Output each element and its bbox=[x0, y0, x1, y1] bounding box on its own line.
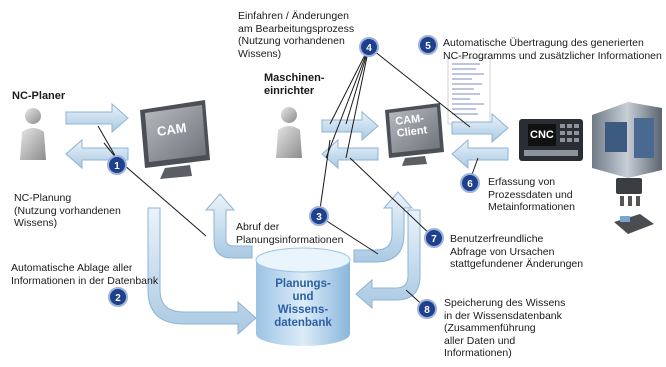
badge-8 bbox=[417, 299, 437, 319]
svg-text:4: 4 bbox=[366, 43, 372, 54]
badge-2 bbox=[108, 287, 128, 307]
badge-6 bbox=[460, 173, 480, 193]
step-4-text: Einfahren / Änderungen am Bearbeitungspr… bbox=[238, 10, 355, 60]
svg-text:2: 2 bbox=[115, 293, 121, 304]
step-3-text: Abruf der Planungsinformationen bbox=[236, 221, 344, 246]
sensor-device-icon bbox=[614, 178, 654, 234]
arrow-database-to-camclient bbox=[353, 191, 414, 263]
nc-planer-person-icon bbox=[20, 108, 46, 160]
nc-planer-label: NC-Planer bbox=[12, 90, 66, 102]
badge-3 bbox=[309, 206, 329, 226]
svg-text:8: 8 bbox=[424, 305, 430, 316]
cam-client-screen-label: CAM- Client bbox=[394, 112, 428, 140]
database-label: Planungs- und Wissens- datenbank bbox=[274, 278, 332, 329]
cam-monitor-icon bbox=[140, 100, 210, 179]
step-1-text: NC-Planung (Nutzung vorhandenen Wissens) bbox=[14, 192, 121, 229]
arrow-cnc-to-camclient bbox=[451, 138, 509, 170]
arrow-camclient-to-database bbox=[355, 209, 421, 310]
badge-7 bbox=[424, 228, 444, 248]
svg-text:6: 6 bbox=[467, 179, 473, 190]
badge-1 bbox=[107, 155, 127, 175]
svg-text:7: 7 bbox=[431, 234, 437, 245]
svg-text:5: 5 bbox=[425, 41, 431, 52]
cam-client-monitor-icon bbox=[385, 103, 444, 166]
svg-text:3: 3 bbox=[316, 212, 322, 223]
machine-tool-icon bbox=[592, 102, 662, 178]
step-7-text: Benutzerfreundliche Abfrage von Ursachen… bbox=[450, 233, 584, 270]
badge-4 bbox=[359, 37, 379, 57]
arrow-planer-to-cam bbox=[65, 102, 129, 134]
cnc-screen-label: CNC bbox=[530, 129, 554, 141]
step-6-text: Erfassung von Prozessdaten und Metainfor… bbox=[488, 176, 575, 213]
badge-5 bbox=[418, 35, 438, 55]
nc-program-document-icon bbox=[447, 57, 491, 125]
arrow-database-to-cam bbox=[204, 193, 253, 259]
maschineneinrichter-person-icon bbox=[276, 107, 302, 158]
arrow-einrichter-to-camclient bbox=[321, 110, 379, 142]
arrow-camclient-to-cnc bbox=[451, 112, 509, 144]
step-5-text: Automatische Übertragung des generierten… bbox=[443, 37, 662, 62]
connector-lines bbox=[97, 46, 479, 310]
svg-text:1: 1 bbox=[114, 161, 120, 172]
arrow-cam-to-database bbox=[147, 207, 257, 336]
cnc-panel-icon bbox=[519, 119, 583, 161]
arrow-camclient-to-einrichter bbox=[321, 138, 379, 170]
database-cylinder-icon bbox=[255, 247, 351, 346]
maschineneinrichter-label: Maschinen- einrichter bbox=[264, 72, 325, 97]
step-8-text: Speicherung des Wissens in der Wissensda… bbox=[444, 297, 566, 359]
step-badges: 1 2 3 4 5 6 7 8 bbox=[107, 35, 480, 319]
step-2-text: Automatische Ablage aller Informationen … bbox=[11, 262, 159, 287]
